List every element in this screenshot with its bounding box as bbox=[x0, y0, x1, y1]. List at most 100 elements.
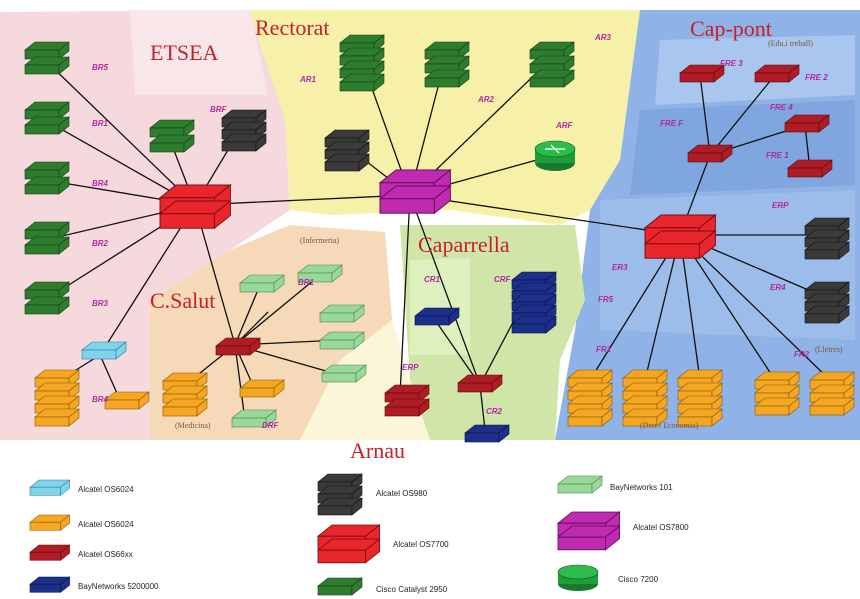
alcatel-os66xx bbox=[679, 64, 725, 83]
legend-item: Alcatel OS7700 bbox=[317, 524, 449, 564]
area-label: BR4 bbox=[92, 179, 109, 188]
cisco-7200-router bbox=[534, 140, 576, 171]
alcatel-os980-stack bbox=[804, 217, 850, 260]
zone-title-etsea: ETSEA bbox=[150, 40, 219, 65]
alcatel-os980-stack bbox=[221, 109, 267, 152]
alcatel-os6024-stack bbox=[809, 371, 855, 416]
etsea-inner-zone bbox=[130, 10, 268, 95]
sublabel-edu: (Edu.i treball) bbox=[768, 39, 813, 48]
area-label: BR5 bbox=[92, 63, 109, 72]
area-label: FRE 2 bbox=[805, 73, 828, 82]
devices bbox=[24, 34, 855, 443]
cisco-2950-stack bbox=[339, 34, 385, 92]
area-label: FR2 bbox=[794, 350, 810, 359]
area-label: BR2 bbox=[92, 239, 109, 248]
alcatel-os7800-core bbox=[379, 169, 452, 214]
legend-label: Alcatel OS6024 bbox=[78, 520, 134, 529]
cisco-2950-stack bbox=[529, 41, 575, 88]
area-label: FRE F bbox=[660, 119, 684, 128]
sublabel-medicina: (Medicina) bbox=[175, 421, 211, 430]
legend-item: BayNetworks 101 bbox=[557, 475, 673, 494]
area-label: ER3 bbox=[612, 263, 628, 272]
area-label: AR1 bbox=[299, 75, 317, 84]
area-label: FR1 bbox=[596, 345, 612, 354]
legend-item: Alcatel OS980 bbox=[317, 473, 428, 516]
area-label: ER4 bbox=[770, 283, 786, 292]
legend-label: Alcatel OS6024 bbox=[78, 485, 134, 494]
area-label: BR1 bbox=[92, 119, 109, 128]
legend-item: Cisco 7200 bbox=[557, 564, 659, 591]
legend-label: Cisco 7200 bbox=[618, 575, 659, 584]
legend: Alcatel OS6024 Alcatel OS6024 Alcatel OS… bbox=[0, 458, 860, 599]
alcatel-os6024-stack bbox=[162, 372, 208, 417]
alcatel-os6024-stack bbox=[677, 369, 723, 427]
legend-item: Alcatel OS7800 bbox=[557, 511, 689, 551]
legend-label: BayNetworks 5200000 bbox=[78, 582, 159, 591]
alcatel-os7700-core bbox=[644, 214, 717, 260]
legend-label: Alcatel OS7800 bbox=[633, 523, 689, 532]
area-label: CR1 bbox=[424, 275, 441, 284]
area-label: FRE 4 bbox=[770, 103, 793, 112]
cisco-2950-stack bbox=[24, 281, 70, 315]
sublabel-dret: (Dret i Economia) bbox=[640, 421, 699, 430]
alcatel-os6024-cyan bbox=[81, 341, 127, 360]
legend-label: Cisco Catalyst 2950 bbox=[376, 585, 448, 594]
cappont-inner-1 bbox=[655, 35, 855, 105]
area-label: ARF bbox=[555, 121, 574, 130]
area-label: CR2 bbox=[486, 407, 503, 416]
cisco-2950-stack bbox=[24, 101, 70, 135]
area-label: ERP bbox=[772, 201, 789, 210]
legend-item: Alcatel OS66xx bbox=[29, 544, 133, 561]
zone-title-cappont: Cap-pont bbox=[690, 16, 772, 41]
cisco-2950-stack bbox=[24, 161, 70, 195]
etsea-zone bbox=[0, 10, 290, 440]
alcatel-os7700-core bbox=[159, 184, 232, 229]
area-label: ERP bbox=[402, 363, 419, 372]
cisco-2950-stack bbox=[24, 41, 70, 75]
alcatel-os6024-stack bbox=[567, 369, 613, 427]
legend-item: Cisco Catalyst 2950 bbox=[317, 577, 448, 596]
alcatel-os66xx bbox=[754, 64, 800, 83]
legend-item: Alcatel OS6024 bbox=[29, 479, 134, 496]
area-label: FR5 bbox=[598, 295, 614, 304]
legend-item: BayNetworks 5200000 bbox=[29, 576, 159, 593]
legend-item: Alcatel OS6024 bbox=[29, 514, 134, 531]
alcatel-os6024-stack bbox=[754, 371, 800, 416]
area-label: AR2 bbox=[477, 95, 495, 104]
sub-labels: (Infermeria) (Medicina) (Dret i Economia… bbox=[175, 39, 843, 430]
alcatel-os980-stack bbox=[324, 129, 370, 172]
area-label: DRF bbox=[262, 421, 280, 430]
alcatel-os6024 bbox=[104, 391, 150, 410]
alcatel-os66xx bbox=[457, 374, 503, 393]
legend-label: BayNetworks 101 bbox=[610, 483, 673, 492]
baynetworks-101 bbox=[239, 274, 285, 293]
alcatel-os6024-stack bbox=[34, 369, 80, 427]
area-label: BR4 bbox=[92, 395, 109, 404]
area-label: FRE 1 bbox=[766, 151, 789, 160]
legend-label: Alcatel OS980 bbox=[376, 489, 428, 498]
sublabel-infermeria: (Infermeria) bbox=[300, 236, 339, 245]
zone-title-caparrella: Caparrella bbox=[418, 232, 510, 257]
zone-title-rectorat: Rectorat bbox=[255, 15, 330, 40]
zone-title-csalut: C.Salut bbox=[150, 288, 215, 313]
zone-titles: ETSEA Rectorat Cap-pont Caparrella C.Sal… bbox=[150, 15, 772, 463]
area-label: FRE 3 bbox=[720, 59, 743, 68]
alcatel-os66xx bbox=[784, 114, 830, 133]
cisco-2950-stack bbox=[149, 119, 195, 153]
alcatel-os66xx-stack bbox=[384, 384, 430, 417]
legend-label: Alcatel OS7700 bbox=[393, 540, 449, 549]
sublabel-lletres: (Lletres) bbox=[815, 345, 843, 354]
alcatel-os66xx bbox=[687, 144, 733, 163]
caparrella-inner-1 bbox=[410, 258, 470, 355]
baynetworks-5200000 bbox=[414, 307, 460, 326]
alcatel-os66xx bbox=[215, 337, 261, 356]
alcatel-os6024-stack bbox=[622, 369, 668, 427]
area-label: CRF bbox=[494, 275, 512, 284]
baynetworks-101 bbox=[319, 304, 365, 323]
alcatel-os6024 bbox=[239, 379, 285, 398]
baynetworks-5200000 bbox=[464, 424, 510, 443]
alcatel-os980-stack bbox=[804, 281, 850, 324]
area-label: BR3 bbox=[92, 299, 109, 308]
